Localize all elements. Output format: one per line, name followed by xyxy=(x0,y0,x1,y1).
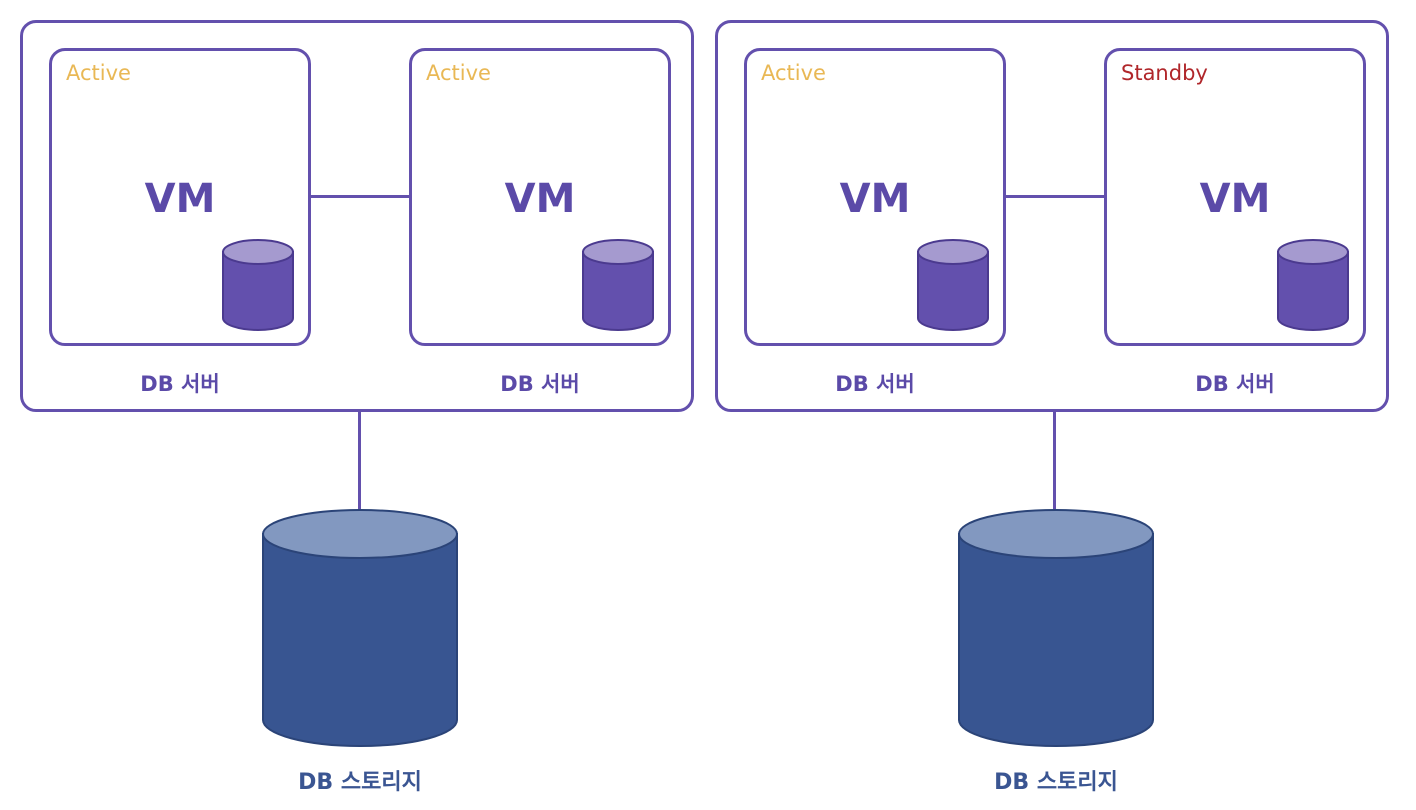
storage-cylinder-icon xyxy=(262,509,458,747)
server-caption: DB 서버 xyxy=(140,372,220,396)
disk-icon xyxy=(582,239,654,331)
status-label: Active xyxy=(66,61,131,85)
cluster-left: Active VM DB 서버 Active VM DB 서버 xyxy=(20,20,694,412)
disk-icon xyxy=(917,239,989,331)
storage-link-line xyxy=(358,412,361,510)
disk-icon xyxy=(222,239,294,331)
vm-label: VM xyxy=(144,176,216,222)
server-caption: DB 서버 xyxy=(835,372,915,396)
server-caption: DB 서버 xyxy=(500,372,580,396)
server-caption: DB 서버 xyxy=(1195,372,1275,396)
status-label: Active xyxy=(761,61,826,85)
server-link-line xyxy=(311,195,411,198)
server-box: Active VM xyxy=(49,48,311,346)
cluster-right: Active VM DB 서버 Standby VM DB 서버 xyxy=(715,20,1389,412)
storage-caption: DB 스토리지 xyxy=(298,770,422,795)
status-label: Standby xyxy=(1121,61,1208,85)
server-box: Standby VM xyxy=(1104,48,1366,346)
storage-cylinder-icon xyxy=(958,509,1154,747)
storage-caption: DB 스토리지 xyxy=(994,770,1118,795)
server-link-line xyxy=(1006,195,1106,198)
vm-label: VM xyxy=(504,176,576,222)
status-label: Active xyxy=(426,61,491,85)
disk-icon xyxy=(1277,239,1349,331)
vm-label: VM xyxy=(1199,176,1271,222)
server-box: Active VM xyxy=(744,48,1006,346)
vm-label: VM xyxy=(839,176,911,222)
server-box: Active VM xyxy=(409,48,671,346)
storage-link-line xyxy=(1053,412,1056,510)
